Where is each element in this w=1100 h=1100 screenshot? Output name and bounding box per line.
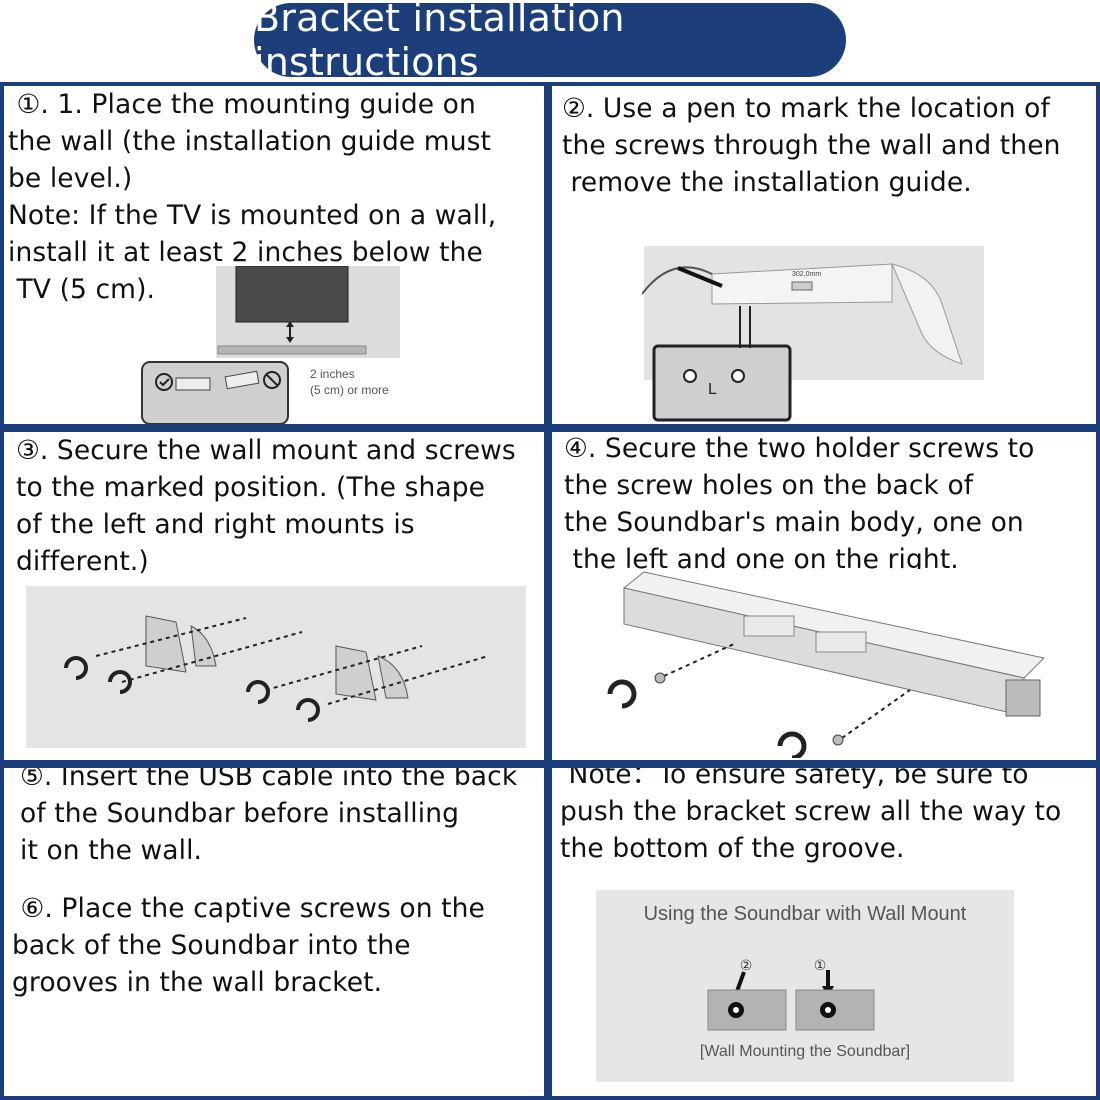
step-6-line-2: back of the Soundbar into the xyxy=(12,930,411,961)
step-5-6-panel: ⑤. Insert the USB cable into the back of… xyxy=(4,768,544,1096)
step-2-line-1: ②. Use a pen to mark the location of xyxy=(562,93,1050,124)
step-4-line-1: ④. Secure the two holder screws to xyxy=(564,433,1035,464)
page-title: Bracket installation instructions xyxy=(254,0,846,84)
side-letter: L xyxy=(708,381,717,398)
figure-heading: Using the Soundbar with Wall Mount xyxy=(644,903,967,925)
step-3-panel: ③. Secure the wall mount and screws to t… xyxy=(4,432,544,760)
step-2-line-2: the screws through the wall and then xyxy=(562,130,1061,161)
step-1-line-4: Note: If the TV is mounted on a wall, xyxy=(8,200,497,231)
step-4-line-4: the left and one on the right. xyxy=(564,544,959,569)
tv-mount-illustration: 2 inches (5 cm) or more xyxy=(140,266,400,424)
step-5-line-1: ⑤. Insert the USB cable into the back xyxy=(20,768,518,792)
step-3-line-4: different.) xyxy=(16,546,149,577)
step-3-line-1: ③. Secure the wall mount and screws xyxy=(16,435,516,466)
step-4-panel: ④. Secure the two holder screws to the s… xyxy=(552,432,1096,760)
dimension-line-1: 2 inches xyxy=(310,367,355,381)
ruler-label: 302.0mm xyxy=(792,271,821,278)
note-panel: Note：To ensure safety, be sure to push t… xyxy=(552,768,1096,1096)
step-1-line-1: ①. 1. Place the mounting guide on xyxy=(8,89,476,120)
step-5-line-3: it on the wall. xyxy=(20,835,203,866)
step-2-line-3: remove the installation guide. xyxy=(562,167,972,198)
figure-caption: [Wall Mounting the Soundbar] xyxy=(700,1043,910,1060)
instruction-grid: ①. 1. Place the mounting guide on the wa… xyxy=(0,82,1100,1100)
step-2-panel: ②. Use a pen to mark the location of the… xyxy=(552,86,1096,424)
step-6-line-1: ⑥. Place the captive screws on the xyxy=(12,893,485,924)
step-4-line-2: the screw holes on the back of xyxy=(564,470,974,501)
step-1-panel: ①. 1. Place the mounting guide on the wa… xyxy=(4,86,544,424)
step-1-line-6: TV (5 cm). xyxy=(8,274,156,305)
wall-mount-screws-illustration xyxy=(26,586,526,748)
step-1-line-2: the wall (the installation guide must xyxy=(8,126,492,157)
dimension-line-2: (5 cm) or more xyxy=(310,383,389,397)
note-line-1: Note：To ensure safety, be sure to xyxy=(560,768,1029,790)
step-3-line-2: to the marked position. (The shape xyxy=(16,472,486,503)
wall-mount-note-illustration: Using the Soundbar with Wall Mount ② ① [… xyxy=(596,890,1014,1082)
step-4-line-3: the Soundbar's main body, one on xyxy=(564,507,1024,538)
marker-right: ① xyxy=(814,958,827,974)
step-3-line-3: of the left and right mounts is xyxy=(16,509,415,540)
note-line-3: the bottom of the groove. xyxy=(560,833,905,864)
step-1-line-5: install it at least 2 inches below the xyxy=(8,237,483,268)
soundbar-screws-illustration xyxy=(604,568,1044,758)
step-5-line-2: of the Soundbar before installing xyxy=(20,798,460,829)
note-line-2: push the bracket screw all the way to xyxy=(560,796,1062,827)
mark-screws-illustration: 302.0mm L xyxy=(642,244,986,422)
step-1-line-3: be level.) xyxy=(8,163,133,194)
step-6-line-3: grooves in the wall bracket. xyxy=(12,967,383,998)
marker-left: ② xyxy=(740,958,753,974)
